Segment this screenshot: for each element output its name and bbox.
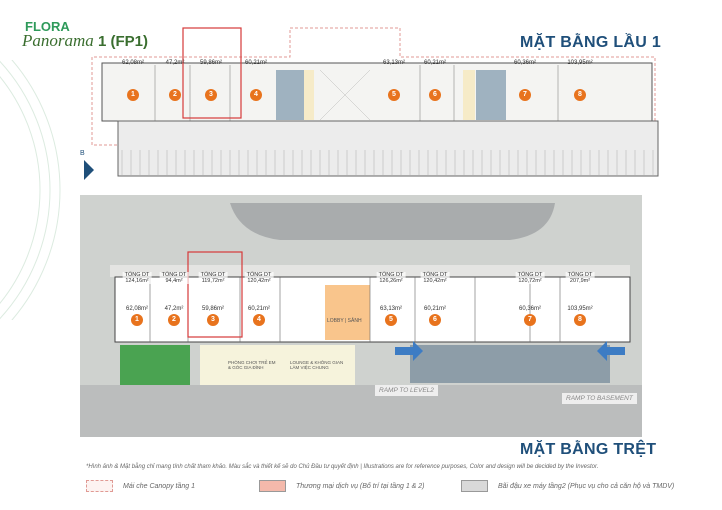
unit-area: 59,86m² (201, 306, 225, 312)
legend-swatch-canopy (86, 480, 113, 492)
total-label: TỔNG DT (422, 272, 448, 278)
total-value: 119,72m² (201, 278, 225, 284)
legend-label: Thương mại dịch vụ (Bố trí tại tầng 1 & … (296, 482, 425, 490)
lobby-label: LOBBY | SẢNH (327, 318, 362, 324)
logo-script: Panorama (22, 31, 94, 50)
total-label: TỔNG DT (517, 272, 543, 278)
unit-area: 59,86m² (199, 60, 223, 66)
unit-area: 103,95m² (567, 60, 593, 66)
unit-number-badge[interactable]: 1 (127, 89, 139, 101)
total-value: 120,42m² (423, 278, 447, 284)
legend-swatch-parking (461, 480, 488, 492)
unit-number-badge[interactable]: 2 (169, 89, 181, 101)
kids-room-label: PHÒNG CHƠI TRẺ EM & GÓC GIA ĐÌNH (228, 360, 276, 370)
arrow-icon (395, 341, 423, 361)
unit-number-badge[interactable]: 2 (168, 314, 180, 326)
unit-area: 47,2m² (164, 306, 184, 312)
total-label: TỔNG DT (200, 272, 226, 278)
unit-number-badge[interactable]: 5 (385, 314, 397, 326)
total-label: TỔNG DT (161, 272, 187, 278)
unit-area: 60,21m² (244, 60, 268, 66)
legend-label: Bãi đậu xe máy tầng2 (Phục vụ cho cả căn… (498, 482, 675, 490)
total-value: 94,4m² (165, 278, 183, 284)
north-label: B (80, 150, 85, 157)
logo-brand: FLORA (25, 19, 70, 34)
unit-number-badge[interactable]: 4 (253, 314, 265, 326)
unit-area: 62,08m² (125, 306, 149, 312)
unit-area: 60,21m² (423, 306, 447, 312)
ramp-basement-label: RAMP TO BASEMENT (562, 393, 637, 404)
unit-area: 62,08m² (121, 60, 145, 66)
unit-area: 103,95m² (567, 306, 593, 312)
unit-number-badge[interactable]: 3 (207, 314, 219, 326)
unit-number-badge[interactable]: 4 (250, 89, 262, 101)
unit-area: 63,13m² (379, 306, 403, 312)
total-label: TỔNG DT (567, 272, 593, 278)
legend-label: Mái che Canopy tầng 1 (123, 482, 195, 490)
total-value: 207,9m² (569, 278, 591, 284)
total-label: TỔNG DT (378, 272, 404, 278)
unit-number-badge[interactable]: 8 (574, 314, 586, 326)
unit-number-badge[interactable]: 8 (574, 89, 586, 101)
total-value: 120,42m² (247, 278, 271, 284)
unit-number-badge[interactable]: 6 (429, 314, 441, 326)
total-value: 124,16m² (125, 278, 149, 284)
logo-project: Panorama 1 (FP1) (22, 31, 148, 51)
unit-area: 60,21m² (247, 306, 271, 312)
legend: Mái che Canopy tầng 1 Thương mại dịch vụ… (86, 480, 674, 492)
total-value: 120,72m² (518, 278, 542, 284)
unit-area: 60,36m² (513, 60, 537, 66)
unit-number-badge[interactable]: 7 (519, 89, 531, 101)
total-label: TỔNG DT (124, 272, 150, 278)
arrow-icon (597, 341, 625, 361)
unit-number-badge[interactable]: 6 (429, 89, 441, 101)
lounge-label: LOUNGE & KHÔNG GIAN LÀM VIỆC CHUNG (290, 360, 344, 370)
ramp-level2-label: RAMP TO LEVEL2 (375, 385, 438, 396)
unit-number-badge[interactable]: 5 (388, 89, 400, 101)
logo-suffix: 1 (FP1) (97, 33, 148, 50)
total-value: 126,26m² (379, 278, 403, 284)
unit-area: 60,36m² (518, 306, 542, 312)
unit-number-badge[interactable]: 1 (131, 314, 143, 326)
disclaimer: *Hình ảnh & Mặt bằng chỉ mang tính chất … (86, 464, 599, 470)
unit-area: 63,13m² (382, 60, 406, 66)
level1-floor-plan (91, 27, 659, 177)
unit-number-badge[interactable]: 3 (205, 89, 217, 101)
level1-title: MẶT BẰNG LẦU 1 (520, 34, 662, 51)
north-arrow-icon (84, 160, 94, 180)
unit-number-badge[interactable]: 7 (524, 314, 536, 326)
unit-area: 60,21m² (423, 60, 447, 66)
ground-floor-plan (80, 195, 642, 437)
total-label: TỔNG DT (246, 272, 272, 278)
ground-title: MẶT BẰNG TRỆT (520, 441, 657, 458)
legend-swatch-commercial (259, 480, 286, 492)
decorative-arcs (0, 60, 61, 320)
unit-area: 47,2m² (165, 60, 185, 66)
